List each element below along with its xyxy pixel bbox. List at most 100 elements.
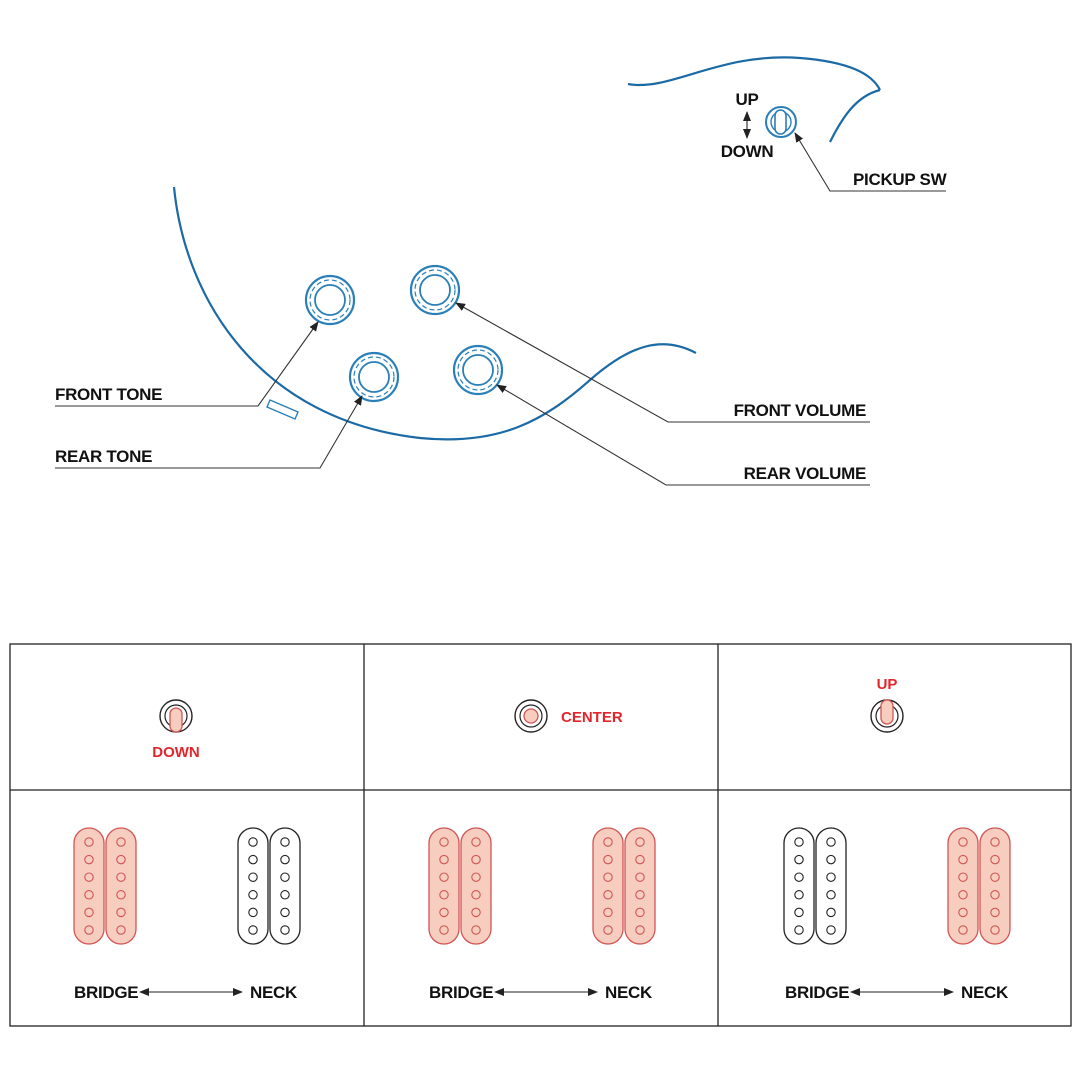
pole-piece: [116, 872, 126, 882]
pickup-diagrams: [73, 827, 1011, 945]
pole-piece: [826, 872, 836, 882]
front-volume-label: FRONT VOLUME: [734, 401, 866, 420]
front-tone-leader: [55, 321, 319, 407]
pole-piece: [439, 837, 449, 847]
pole-piece: [826, 925, 836, 935]
pole-piece: [439, 854, 449, 865]
pickup-coil: [73, 827, 105, 945]
pole-piece: [116, 854, 126, 865]
pole-piece: [990, 872, 1000, 882]
pole-piece: [990, 837, 1000, 847]
column-1-pickup-labels: BRIDGE NECK: [74, 983, 298, 1002]
pole-piece: [794, 907, 804, 918]
pickup-coil: [947, 827, 979, 945]
pole-piece: [84, 925, 94, 935]
pickup-coil: [460, 827, 492, 945]
pole-piece: [116, 890, 126, 900]
pole-piece: [826, 854, 836, 865]
pole-piece: [635, 890, 645, 900]
pole-piece: [248, 872, 258, 882]
pole-piece: [280, 890, 290, 900]
pole-piece: [603, 837, 613, 847]
pole-piece: [280, 872, 290, 882]
pole-piece: [439, 872, 449, 882]
pole-piece: [439, 907, 449, 918]
pole-piece: [794, 854, 804, 865]
pickup-coil: [979, 827, 1011, 945]
pole-piece: [635, 837, 645, 847]
pole-piece: [84, 907, 94, 918]
pole-piece: [280, 837, 290, 847]
pole-piece: [248, 837, 258, 847]
pickup-coil: [592, 827, 624, 945]
pickup-coil: [105, 827, 137, 945]
rear-tone-knob[interactable]: [348, 351, 400, 403]
pickup-sw-label: PICKUP SW: [853, 170, 948, 189]
front-tone-knob[interactable]: [304, 274, 356, 326]
bridge-label: BRIDGE: [785, 983, 849, 1002]
pole-piece: [248, 890, 258, 900]
front-volume-knob[interactable]: [409, 264, 461, 316]
column-2-pickup-labels: BRIDGE NECK: [429, 983, 653, 1002]
pole-piece: [116, 837, 126, 847]
rear-volume-knob[interactable]: [452, 344, 504, 396]
pole-piece: [958, 854, 968, 865]
pickup-sw-leader: [794, 132, 946, 192]
switch-center-icon: [514, 699, 548, 733]
neck-humbucker-active: [592, 827, 656, 945]
pole-piece: [958, 907, 968, 918]
column-3-pickup-labels: BRIDGE NECK: [785, 983, 1009, 1002]
switch-down-icon: [159, 699, 193, 733]
pole-piece: [471, 907, 481, 918]
bridge-humbucker-active: [428, 827, 492, 945]
pole-piece: [990, 890, 1000, 900]
pole-piece: [794, 872, 804, 882]
pole-piece: [990, 925, 1000, 935]
pole-piece: [603, 925, 613, 935]
output-jack: [266, 399, 299, 420]
switch-position-table: [9, 643, 1072, 1027]
rear-volume-leader: [496, 384, 870, 486]
pole-piece: [439, 925, 449, 935]
pole-piece: [280, 907, 290, 918]
pole-piece: [116, 907, 126, 918]
switch-down-label: DOWN: [721, 142, 774, 161]
pickup-switch[interactable]: [765, 106, 797, 138]
lower-bout-outline: [172, 186, 697, 441]
pole-piece: [794, 837, 804, 847]
pole-piece: [471, 925, 481, 935]
pole-piece: [826, 907, 836, 918]
position-up-label: UP: [877, 676, 898, 693]
switch-up-icon: [870, 699, 904, 733]
pole-piece: [958, 837, 968, 847]
pole-piece: [603, 907, 613, 918]
pole-piece: [635, 907, 645, 918]
pole-piece: [84, 854, 94, 865]
pickup-coil: [237, 827, 269, 945]
rear-volume-label: REAR VOLUME: [744, 464, 866, 483]
pole-piece: [280, 925, 290, 935]
neck-humbucker-active: [947, 827, 1011, 945]
pole-piece: [248, 907, 258, 918]
pole-piece: [635, 854, 645, 865]
bridge-humbucker-inactive: [783, 827, 847, 945]
pickup-coil: [269, 827, 301, 945]
pole-piece: [471, 854, 481, 865]
pole-piece: [471, 872, 481, 882]
pole-piece: [84, 837, 94, 847]
pole-piece: [248, 854, 258, 865]
pole-piece: [990, 907, 1000, 918]
neck-label: NECK: [605, 983, 653, 1002]
position-center-label: CENTER: [561, 709, 623, 726]
rear-tone-leader: [55, 395, 363, 469]
neck-label: NECK: [961, 983, 1009, 1002]
pole-piece: [439, 890, 449, 900]
pole-piece: [603, 872, 613, 882]
pole-piece: [471, 837, 481, 847]
pole-piece: [990, 854, 1000, 865]
bridge-humbucker-active: [73, 827, 137, 945]
neck-label: NECK: [250, 983, 298, 1002]
pickup-coil: [624, 827, 656, 945]
pole-piece: [958, 890, 968, 900]
